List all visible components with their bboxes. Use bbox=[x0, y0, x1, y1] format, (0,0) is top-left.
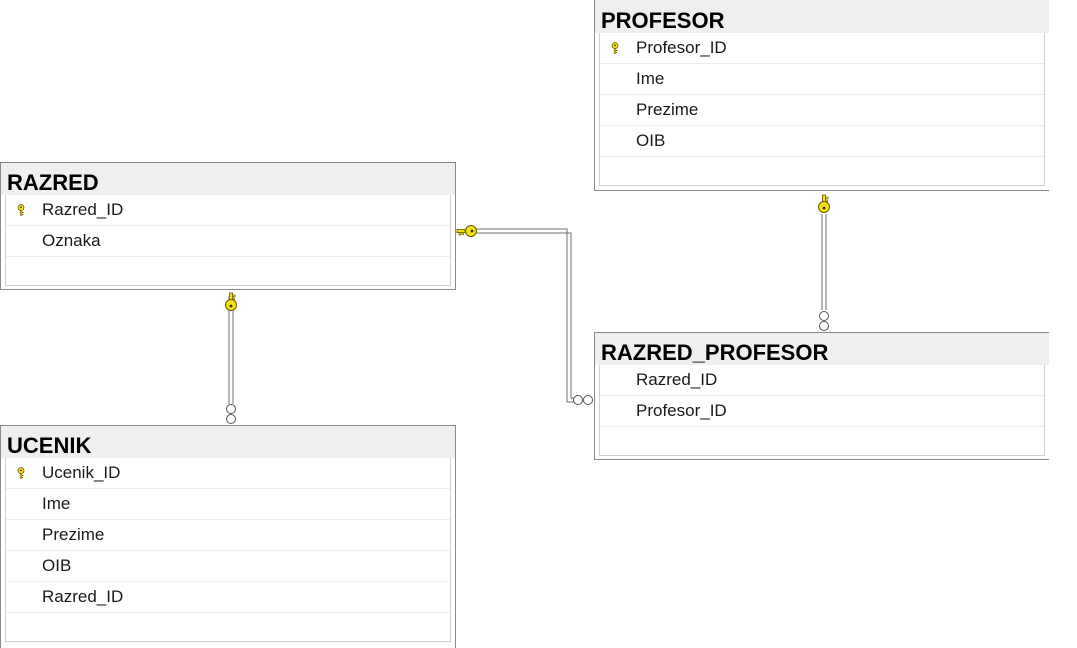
column-row[interactable]: Oznaka bbox=[6, 226, 450, 257]
table-title: RAZRED_PROFESOR bbox=[595, 333, 1049, 365]
empty-row bbox=[600, 427, 1044, 455]
column-row[interactable]: Profesor_ID bbox=[600, 33, 1044, 64]
column-name: Ime bbox=[42, 494, 71, 513]
infinity-icon bbox=[226, 404, 236, 424]
table-razred[interactable]: RAZRED Razred_ID Oznaka bbox=[0, 162, 456, 290]
column-list: Profesor_ID Ime Prezime OIB bbox=[599, 33, 1045, 186]
column-name: Profesor_ID bbox=[636, 401, 727, 420]
table-razred-profesor[interactable]: RAZRED_PROFESOR Razred_ID Profesor_ID bbox=[594, 332, 1049, 460]
column-name: Prezime bbox=[42, 525, 105, 544]
column-row[interactable]: Prezime bbox=[6, 520, 450, 551]
empty-row bbox=[600, 157, 1044, 185]
table-title: PROFESOR bbox=[595, 0, 1049, 33]
column-name: Razred_ID bbox=[42, 587, 124, 606]
column-name: Razred_ID bbox=[636, 370, 718, 389]
empty-row bbox=[6, 257, 450, 285]
primary-key-icon bbox=[600, 33, 630, 63]
column-row[interactable]: Ime bbox=[600, 64, 1044, 95]
column-name: Ime bbox=[636, 69, 665, 88]
column-row[interactable]: Profesor_ID bbox=[600, 396, 1044, 427]
infinity-icon bbox=[573, 395, 593, 405]
table-title: RAZRED bbox=[1, 163, 455, 195]
column-list: Ucenik_ID Ime Prezime OIB Razred_ID bbox=[5, 458, 451, 642]
column-name: OIB bbox=[636, 131, 666, 150]
key-icon bbox=[818, 194, 830, 213]
column-name: Oznaka bbox=[42, 231, 101, 250]
column-row[interactable]: Razred_ID bbox=[6, 582, 450, 613]
table-profesor[interactable]: PROFESOR Profesor_ID Ime Prezime OIB bbox=[594, 0, 1049, 191]
relationship-razred-ucenik[interactable] bbox=[225, 292, 237, 424]
column-row[interactable]: Razred_ID bbox=[600, 365, 1044, 396]
key-icon bbox=[225, 292, 237, 311]
column-row[interactable]: Prezime bbox=[600, 95, 1044, 126]
column-row[interactable]: Ime bbox=[6, 489, 450, 520]
column-name: Prezime bbox=[636, 100, 699, 119]
column-list: Razred_ID Oznaka bbox=[5, 195, 451, 286]
column-list: Razred_ID Profesor_ID bbox=[599, 365, 1045, 456]
empty-row bbox=[6, 613, 450, 641]
column-row[interactable]: OIB bbox=[6, 551, 450, 582]
infinity-icon bbox=[819, 311, 829, 331]
column-name: OIB bbox=[42, 556, 72, 575]
relationship-profesor-razred-profesor[interactable] bbox=[818, 194, 830, 331]
primary-key-icon bbox=[6, 458, 36, 488]
column-row[interactable]: Ucenik_ID bbox=[6, 458, 450, 489]
table-title: UCENIK bbox=[1, 426, 455, 458]
key-icon bbox=[456, 225, 477, 237]
column-name: Profesor_ID bbox=[636, 38, 727, 57]
column-row[interactable]: Razred_ID bbox=[6, 195, 450, 226]
table-ucenik[interactable]: UCENIK Ucenik_ID Ime Prezime OIB Razred_… bbox=[0, 425, 456, 648]
column-name: Razred_ID bbox=[42, 200, 124, 219]
relationship-razred-razred-profesor[interactable] bbox=[456, 225, 593, 405]
primary-key-icon bbox=[6, 195, 36, 225]
column-row[interactable]: OIB bbox=[600, 126, 1044, 157]
column-name: Ucenik_ID bbox=[42, 463, 121, 482]
